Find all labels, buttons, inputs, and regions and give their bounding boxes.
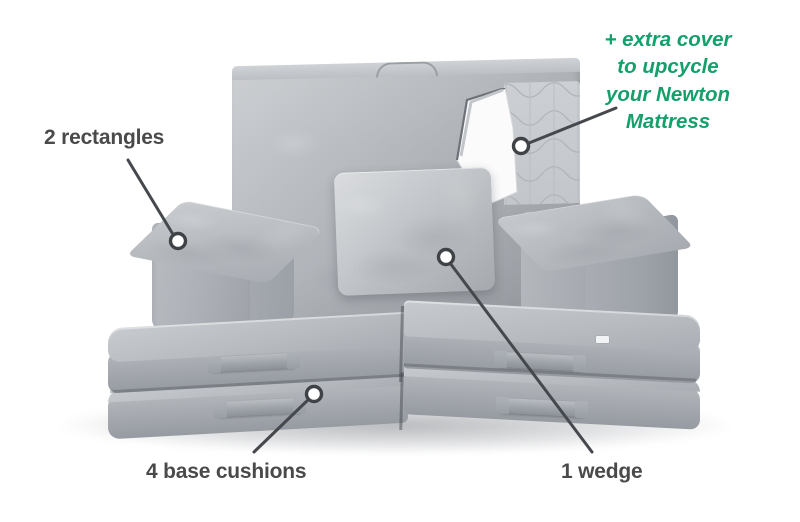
carry-handle-icon [376,61,438,78]
brand-tag [596,336,609,343]
extra-cover-line-2: to upcycle [617,55,719,79]
wedge [333,167,496,296]
wedge-texture [333,167,496,296]
callout-label-rectangles: 2 rectangles [44,126,165,149]
callout-label-base-cushions: 4 base cushions [146,460,307,483]
extra-cover-line-4: Mattress [625,109,711,133]
callout-label-extra-cover: + extra cover to upcycle your Newton Mat… [568,26,768,135]
extra-cover-line-1: + extra cover [604,28,732,51]
callout-label-wedge: 1 wedge [561,460,643,483]
extra-cover-line-3: your Newton [605,82,731,106]
